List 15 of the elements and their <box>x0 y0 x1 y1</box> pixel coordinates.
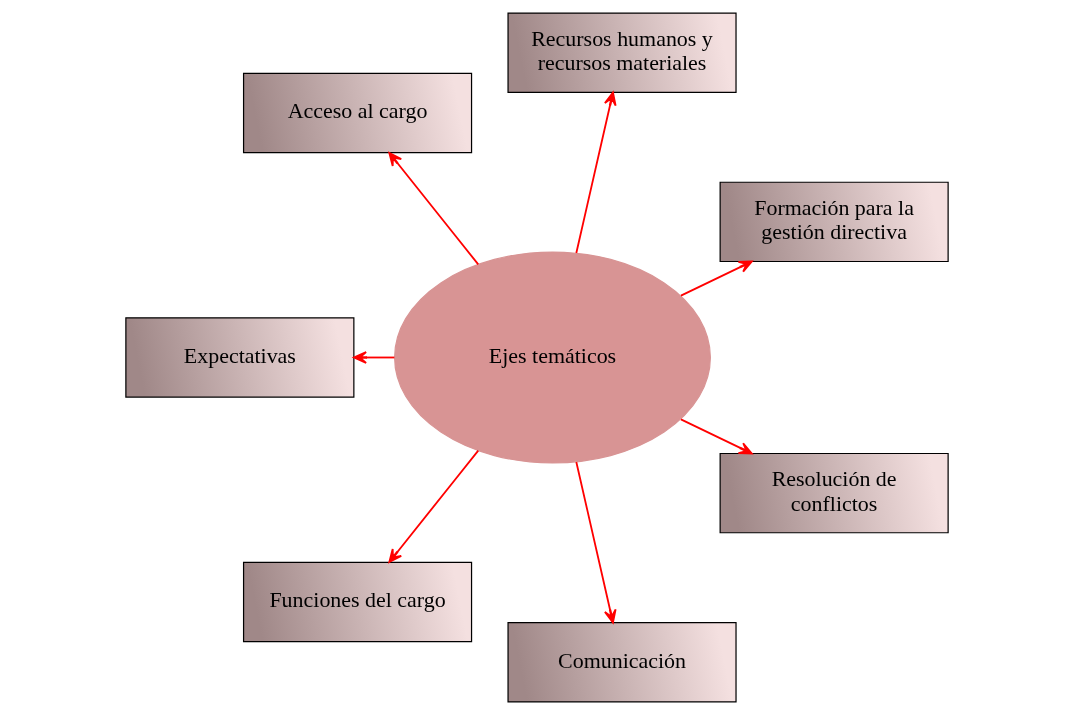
node-box: Recursos humanos y recursos materiales <box>507 12 737 93</box>
node-ellipse: Ejes temáticos <box>394 251 711 464</box>
arrow <box>680 260 753 297</box>
node-box: Expectativas <box>125 317 355 398</box>
node-box: Comunicación <box>507 622 737 703</box>
arrow <box>575 91 617 254</box>
node-box: Acceso al cargo <box>242 72 473 154</box>
arrow <box>353 351 396 364</box>
arrow <box>680 418 753 455</box>
node-box: Funciones del cargo <box>242 561 473 643</box>
node-box: Resolución de conflictos <box>719 452 949 534</box>
arrow <box>388 152 480 266</box>
node-box: Formación para la gestión directiva <box>719 181 949 263</box>
arrow <box>388 449 480 563</box>
arrow <box>575 461 617 624</box>
